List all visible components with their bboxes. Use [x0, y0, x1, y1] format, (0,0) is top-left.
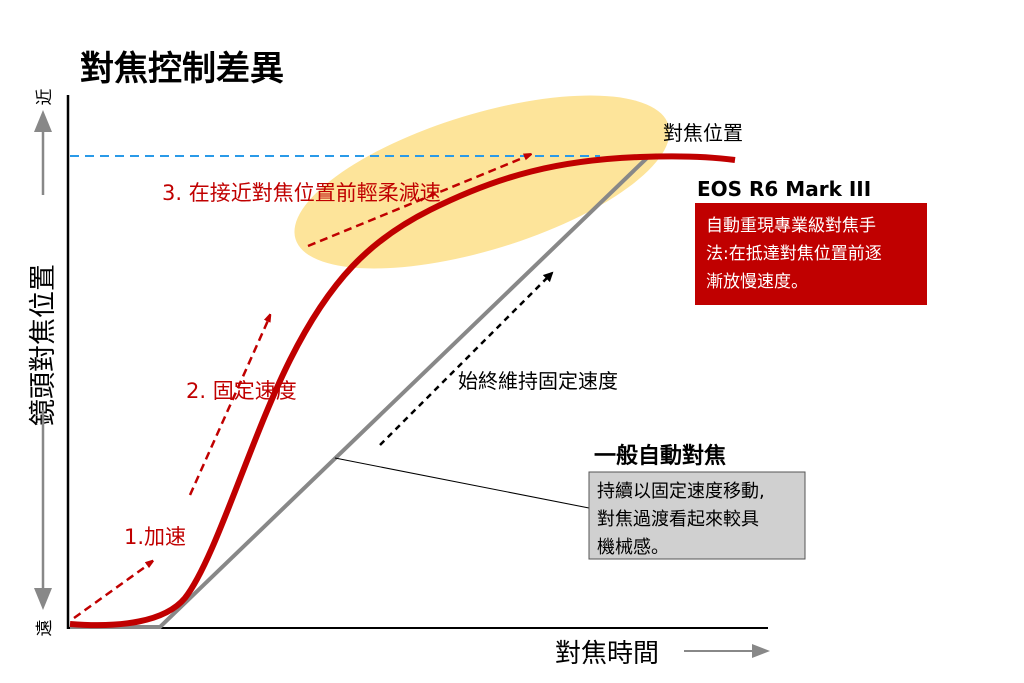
eos-title: EOS R6 Mark III	[697, 177, 871, 201]
up-arrow-icon	[34, 110, 52, 132]
phase-2-label: 2. 固定速度	[186, 379, 297, 403]
constant-speed-label: 始終維持固定速度	[458, 369, 618, 393]
general-line-3: 機械感。	[597, 537, 669, 558]
eos-focus-curve	[69, 153, 736, 629]
deceleration-highlight	[294, 95, 670, 269]
eos-line-1: 自動重現專業級對焦手	[706, 216, 876, 236]
decel-arrow	[307, 155, 530, 248]
accel-arrow	[73, 562, 152, 620]
eos-line-3: 漸放慢速度。	[706, 271, 808, 292]
phase-3-label: 3. 在接近對焦位置前輕柔減速	[162, 181, 441, 205]
eos-description-box	[695, 203, 927, 305]
phase-1-label: 1.加速	[124, 525, 186, 549]
near-label: 近	[35, 89, 55, 106]
far-label: 遠	[35, 620, 55, 637]
x-axis-label: 對焦時間	[555, 639, 659, 669]
time-arrow-icon	[752, 644, 770, 658]
general-callout-line	[334, 457, 590, 509]
eos-line-2: 法:在抵達對焦位置前逐	[706, 244, 882, 264]
constant-speed-arrow	[379, 271, 554, 446]
down-arrow-icon	[34, 588, 52, 610]
constant-arrow	[188, 316, 270, 496]
general-title: 一般自動對焦	[594, 443, 726, 469]
general-description-box	[588, 471, 806, 560]
general-line-2: 對焦過渡看起來較具	[597, 509, 759, 530]
general-line-1: 持續以固定速度移動,	[597, 481, 765, 502]
focus-position-label: 對焦位置	[663, 121, 743, 145]
y-axis-label: 鏡頭對焦位置	[28, 264, 59, 426]
page-title: 對焦控制差異	[80, 49, 284, 89]
